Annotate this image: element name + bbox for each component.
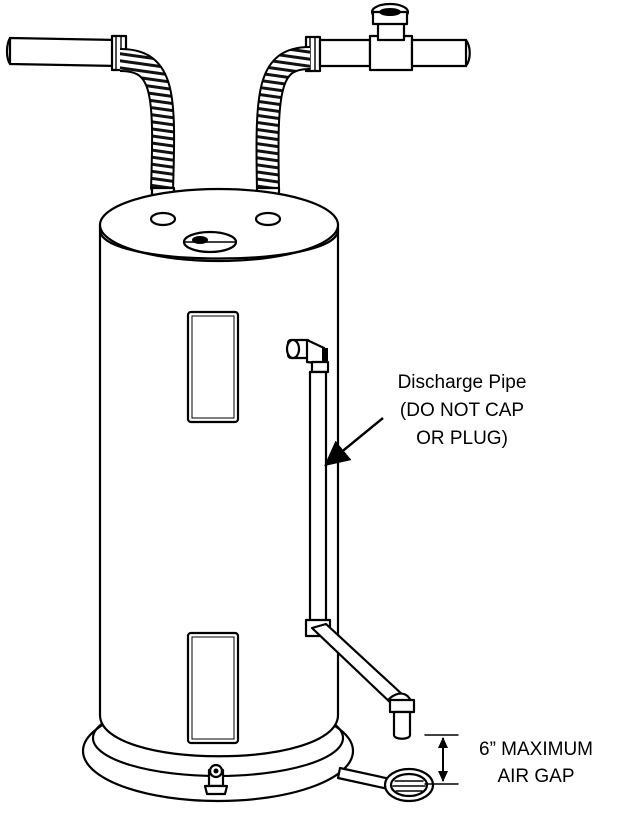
discharge-pipe: [304, 370, 416, 740]
discharge-callout-arrow: [324, 417, 384, 467]
drain-valve-icon: [203, 763, 229, 796]
cold-supply-pipe: [5, 34, 128, 72]
discharge-label-line3: OR PLUG): [416, 428, 508, 449]
relief-valve-icon: [285, 338, 330, 374]
floor-drain-icon: [336, 766, 435, 803]
air-gap-label-line1: 6” MAXIMUM: [479, 739, 593, 760]
relief-valve-cap-icon: [370, 2, 410, 26]
discharge-label-line2: (DO NOT CAP: [400, 400, 524, 421]
air-gap-label-line2: AIR GAP: [497, 766, 574, 787]
discharge-label-line1: Discharge Pipe: [398, 372, 527, 393]
water-heater-tank: [98, 187, 340, 758]
hot-supply-pipe: [304, 16, 471, 73]
anode-rod-fitting-icon: [182, 230, 238, 254]
lower-access-panel: [186, 631, 240, 745]
upper-access-panel: [186, 310, 240, 424]
air-gap-dimension: [424, 734, 459, 785]
